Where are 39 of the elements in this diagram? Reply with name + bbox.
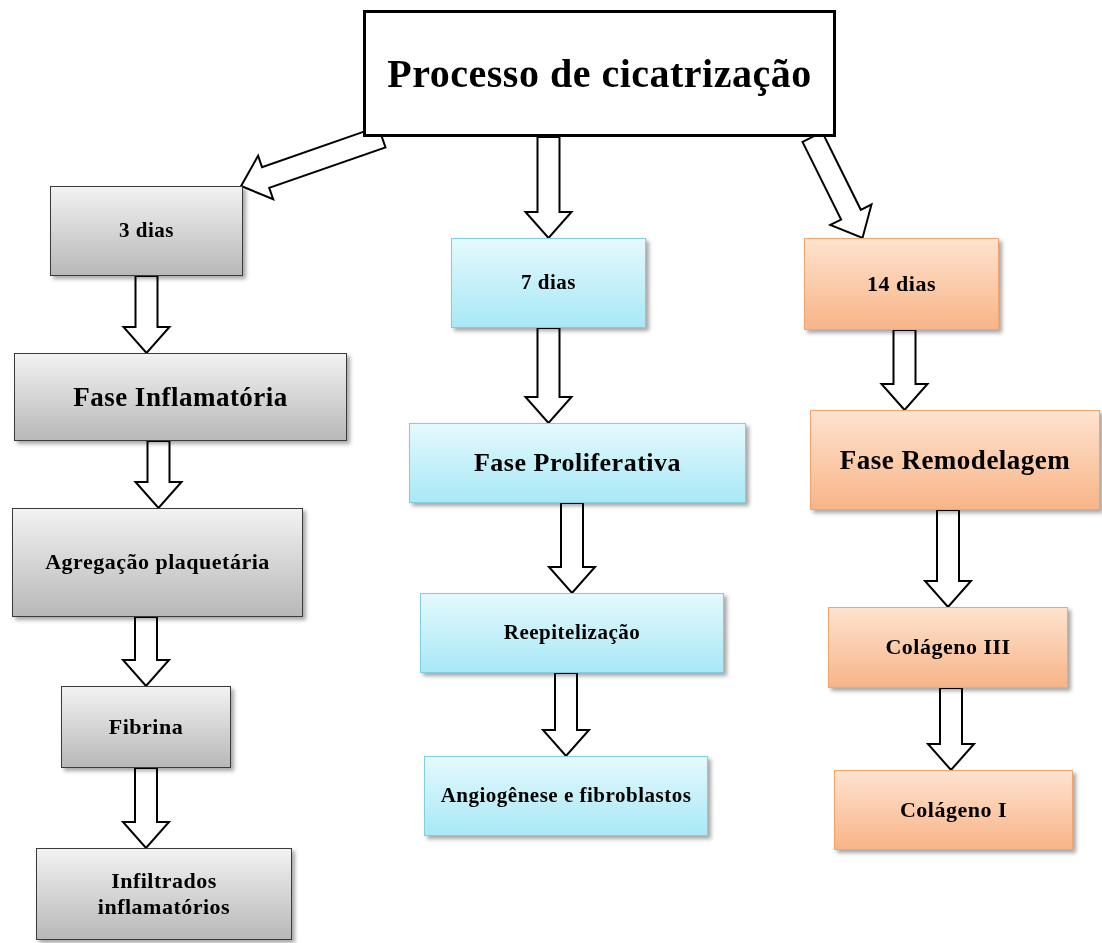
box-label: Agregação plaquetária xyxy=(45,549,270,576)
process-box xyxy=(424,756,708,836)
box-label: 7 dias xyxy=(521,270,576,296)
process-box xyxy=(61,686,231,768)
process-box xyxy=(36,848,292,940)
title-box xyxy=(363,10,836,137)
box-label: Fase Proliferativa xyxy=(473,447,682,479)
box-label: Fibrina xyxy=(108,713,184,741)
box-label: Reepitelização xyxy=(503,620,641,646)
block-arrow xyxy=(523,327,574,425)
block-arrow xyxy=(925,687,977,772)
box-label: Processo de cicatrização xyxy=(387,49,812,98)
block-arrow xyxy=(120,767,172,850)
process-box xyxy=(12,508,303,617)
process-box xyxy=(14,353,347,441)
process-box xyxy=(834,770,1073,850)
block-arrow xyxy=(922,509,974,609)
box-label: Infiltrados inflamatórios xyxy=(96,867,232,921)
block-arrow xyxy=(523,136,574,240)
box-label: Colágeno I xyxy=(899,796,1008,824)
box-label: 14 dias xyxy=(867,270,936,298)
process-box xyxy=(451,238,646,328)
box-label: 3 dias xyxy=(119,218,174,244)
box-label: Colágeno III xyxy=(885,634,1011,661)
block-arrow xyxy=(133,440,184,510)
process-box xyxy=(409,423,746,503)
process-box xyxy=(804,238,999,330)
block-arrow xyxy=(546,502,598,595)
process-box xyxy=(420,593,724,673)
process-box xyxy=(810,410,1100,510)
process-box xyxy=(50,186,243,276)
block-arrow xyxy=(121,275,172,355)
process-box xyxy=(828,607,1068,688)
box-label: Fase Remodelagem xyxy=(839,443,1071,477)
block-arrow xyxy=(120,616,172,688)
box-label: Fase Inflamatória xyxy=(73,380,288,414)
box-label: Angiogênese e fibroblastos xyxy=(440,783,692,809)
block-arrow xyxy=(540,672,592,758)
block-arrow xyxy=(879,329,930,412)
